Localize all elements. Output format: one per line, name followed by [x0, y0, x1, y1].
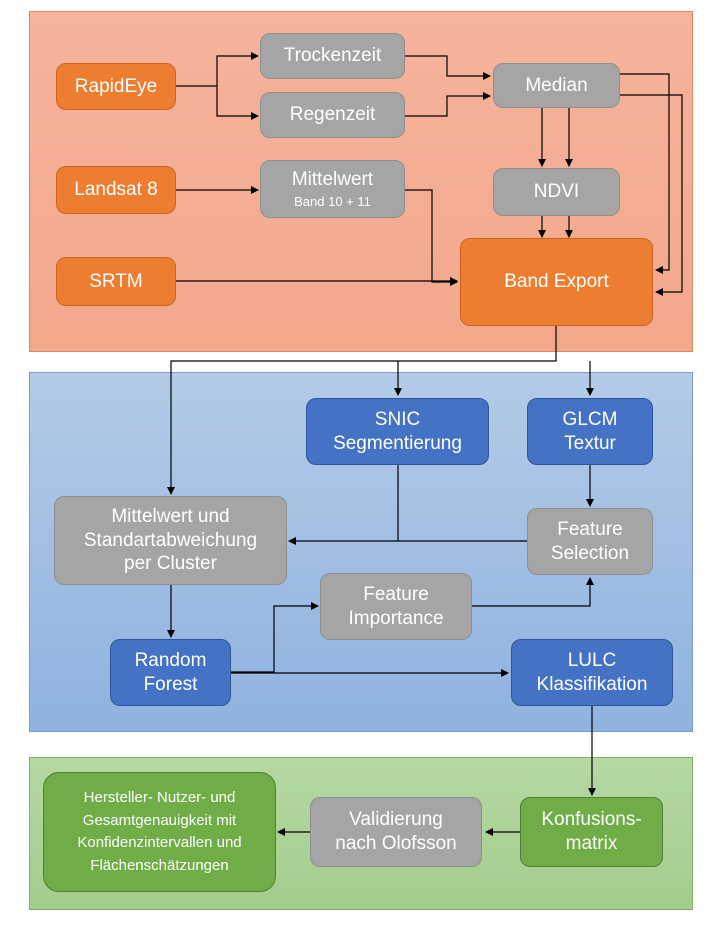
result-label-line4: Flächenschätzungen	[90, 856, 229, 874]
srtm-node[interactable]: SRTM	[56, 257, 176, 306]
mean-std-label-line3: per Cluster	[124, 553, 217, 575]
glcm-label-line2: Textur	[564, 432, 616, 454]
mittelwert-label: Mittelwert	[291, 168, 374, 190]
konfusion-label-line2: matrix	[565, 833, 618, 854]
regenzeit-node[interactable]: Regenzeit	[260, 92, 405, 138]
result-label-line2: Gesamtgenauigkeit mit	[82, 811, 237, 829]
lulc-label-line1: LULC	[567, 649, 617, 671]
trockenzeit-node[interactable]: Trockenzeit	[260, 33, 405, 79]
srtm-label: SRTM	[89, 270, 143, 292]
snic-label-line2: Segmentierung	[333, 432, 462, 454]
result-label-line1: Hersteller- Nutzer- und	[83, 789, 236, 806]
validierung-label-line1: Validierung	[349, 809, 443, 831]
feature-importance-label-line1: Feature	[363, 583, 429, 605]
mittelwert-node[interactable]: Mittelwert Band 10 + 11	[260, 160, 405, 218]
feature-importance-label-line2: Importance	[348, 607, 444, 629]
median-node[interactable]: Median	[493, 63, 620, 108]
mittelwert-sublabel: Band 10 + 11	[294, 194, 371, 210]
random-forest-label-line1: Random	[134, 649, 207, 671]
mean-std-label-line2: Standartabweichung	[83, 529, 258, 551]
rapideye-node[interactable]: RapidEye	[56, 63, 176, 110]
band-export-label: Band Export	[504, 271, 609, 293]
band-export-node[interactable]: Band Export	[460, 238, 653, 326]
result-label-line3: Konfidenzintervallen und	[77, 834, 242, 851]
konfusion-label-line1: Konfusions-	[541, 809, 642, 831]
lulc-label-line2: Klassifikation	[536, 673, 648, 695]
mean-std-node[interactable]: Mittelwert und Standartabweichung per Cl…	[54, 496, 287, 585]
ndvi-label: NDVI	[533, 181, 580, 203]
rapideye-label: RapidEye	[74, 75, 158, 97]
snic-label-line1: SNIC	[374, 408, 421, 430]
median-label: Median	[525, 74, 588, 96]
konfusionsmatrix-node[interactable]: Konfusions- matrix	[520, 797, 663, 867]
feature-selection-label-line2: Selection	[550, 542, 630, 564]
regenzeit-label: Regenzeit	[289, 104, 376, 126]
validierung-node[interactable]: Validierung nach Olofsson	[310, 797, 482, 867]
validierung-label-line2: nach Olofsson	[335, 833, 457, 854]
landsat-label: Landsat 8	[74, 179, 158, 201]
trockenzeit-label: Trockenzeit	[283, 45, 382, 67]
lulc-node[interactable]: LULC Klassifikation	[511, 639, 673, 706]
accuracy-result-node[interactable]: Hersteller- Nutzer- und Gesamtgenauigkei…	[43, 772, 276, 892]
mean-std-label-line1: Mittelwert und	[111, 505, 230, 527]
ndvi-node[interactable]: NDVI	[493, 168, 620, 216]
snic-node[interactable]: SNIC Segmentierung	[306, 398, 489, 465]
random-forest-node[interactable]: Random Forest	[110, 639, 231, 706]
feature-selection-node[interactable]: Feature Selection	[527, 508, 653, 575]
feature-selection-label-line1: Feature	[557, 518, 623, 540]
landsat-node[interactable]: Landsat 8	[56, 166, 176, 214]
feature-importance-node[interactable]: Feature Importance	[320, 573, 472, 640]
glcm-node[interactable]: GLCM Textur	[527, 398, 653, 465]
random-forest-label-line2: Forest	[143, 673, 198, 695]
glcm-label-line1: GLCM	[562, 408, 618, 430]
